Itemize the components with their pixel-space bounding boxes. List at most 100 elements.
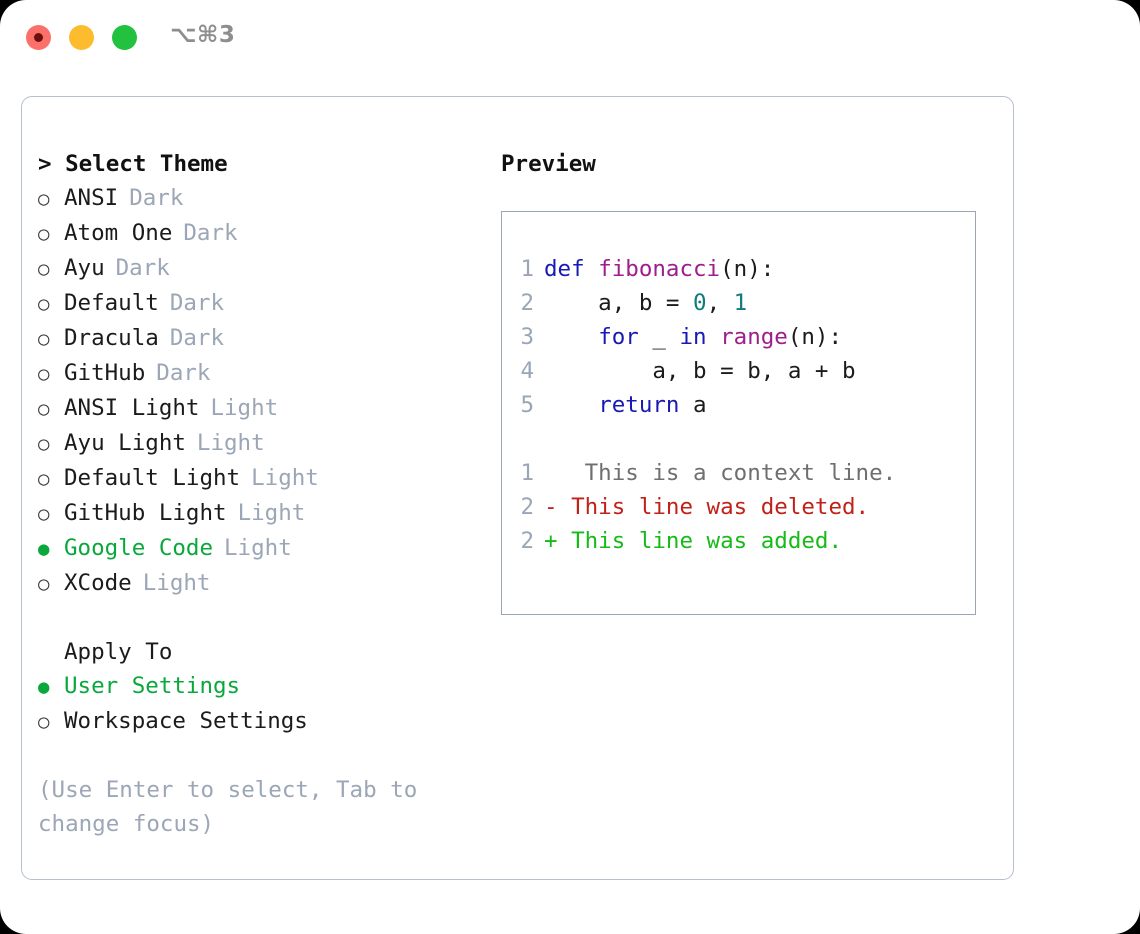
code-token-plain [544,392,598,418]
theme-option-ayu[interactable]: ○ Ayu Dark [38,251,478,286]
theme-option-variant-tag: Dark [156,360,211,386]
apply-to-title: Apply To [64,639,173,665]
diff-spacer [502,422,975,456]
code-token-fn: fibonacci [598,256,721,282]
theme-option-label: Default [64,290,159,316]
diff-line-number: 2 [520,528,534,554]
theme-option-variant-tag: Light [142,570,211,596]
apply-to-list: ● User Settings ○Workspace Settings [38,669,478,739]
code-token-num: 0 [693,290,707,316]
code-line-number: 5 [520,392,534,418]
code-line: 1 def fibonacci(n): [502,252,975,286]
code-token-kw: for [598,324,639,350]
radio-unselected-icon: ○ [38,398,50,420]
diff-line-text: This line was deleted. [557,494,870,520]
theme-option-variant-tag: Dark [115,255,170,281]
radio-unselected-icon: ○ [38,363,50,385]
theme-option-variant-tag: Dark [169,325,225,351]
code-token-fn: range [720,324,788,350]
title-bar: ⌥⌘3 [0,0,1140,78]
traffic-light-controls [26,25,137,50]
theme-option-ansi-light[interactable]: ○ ANSI Light Light [38,391,478,426]
code-token-plain [707,324,721,350]
theme-option-variant-tag: Light [210,395,279,421]
diff-line-text: This line was added. [557,528,843,554]
code-line: 3 for _ in range(n): [502,320,975,354]
code-token-kw: def [544,256,599,282]
maximize-button[interactable] [112,25,137,50]
code-token-plain: a, b = b, a + b [544,358,856,384]
theme-option-variant-tag: Dark [183,220,238,246]
keyboard-shortcut-label: ⌥⌘3 [170,22,236,48]
close-button[interactable] [26,25,51,50]
code-token-plain: a, b = [544,290,694,316]
code-token-plain [544,324,598,350]
radio-unselected-icon: ○ [38,433,50,455]
theme-option-github[interactable]: ○ GitHub Dark [38,356,478,391]
apply-to-option-label: Workspace Settings [64,708,308,734]
diff-line-deleted: 2- This line was deleted. [502,490,975,524]
radio-unselected-icon: ○ [38,223,50,245]
code-token-kw: return [598,392,680,418]
theme-picker-header: > Select Theme [38,147,478,181]
radio-unselected-icon: ○ [38,573,50,595]
code-token-num: 1 [733,290,748,316]
code-line-number: 3 [520,324,534,350]
theme-option-label: Atom One [64,220,173,246]
radio-unselected-icon: ○ [38,188,50,210]
theme-option-label: ANSI Light [64,395,200,421]
radio-unselected-icon: ○ [38,293,50,315]
theme-option-variant-tag: Dark [169,290,225,316]
radio-selected-icon: ● [38,676,50,698]
code-line-number: 1 [520,256,534,282]
theme-option-variant-tag: Light [237,500,306,526]
theme-option-xcode[interactable]: ○ XCode Light [38,566,478,601]
theme-option-variant-tag: Light [196,430,265,456]
code-line: 4 a, b = b, a + b [502,354,975,388]
theme-option-label: GitHub [64,360,146,386]
code-line-text: def fibonacci(n): [544,252,774,286]
theme-option-label: ANSI [64,185,119,211]
radio-unselected-icon: ○ [38,258,50,280]
keyboard-hint: (Use Enter to select, Tab to change focu… [38,777,418,837]
caret-icon: > [38,151,52,177]
theme-option-label: Default Light [64,465,241,491]
apply-to-marker-spacer: ○ [38,635,64,669]
diff-marker: + [544,528,558,554]
theme-option-default-light[interactable]: ○ Default Light Light [38,461,478,496]
minimize-button[interactable] [69,25,94,50]
theme-option-label: XCode [64,570,132,596]
code-line-text: return a [544,388,706,422]
code-line-text: for _ in range(n): [544,320,842,354]
diff-line-context: 1 This is a context line. [502,456,975,490]
apply-to-option-label: User Settings [64,673,241,699]
diff-marker: - [544,494,558,520]
code-token-plain: (n): [720,256,775,282]
theme-option-default[interactable]: ○ Default Dark [38,286,478,321]
diff-line-added: 2 + This line was added. [502,524,975,558]
apply-to-header: ○Apply To [38,635,478,669]
code-token-kw: in [679,324,707,350]
theme-option-label: Ayu [64,255,105,281]
code-line-text: a, b = 0, 1 [544,286,747,320]
theme-option-variant-tag: Light [251,465,319,491]
radio-unselected-icon: ○ [38,468,50,490]
theme-option-ansi[interactable]: ○ ANSI Dark [38,181,478,216]
theme-option-atom-one[interactable]: ○ Atom One Dark [38,216,478,251]
apply-to-option-workspace-settings[interactable]: ○Workspace Settings [38,704,478,739]
apply-to-option-user-settings[interactable]: ● User Settings [38,669,478,704]
code-line-number: 4 [520,358,534,384]
theme-option-variant-tag: Dark [129,185,184,211]
code-token-plain: (n): [787,324,843,350]
diff-sample: 1 This is a context line.2- This line wa… [502,456,975,558]
